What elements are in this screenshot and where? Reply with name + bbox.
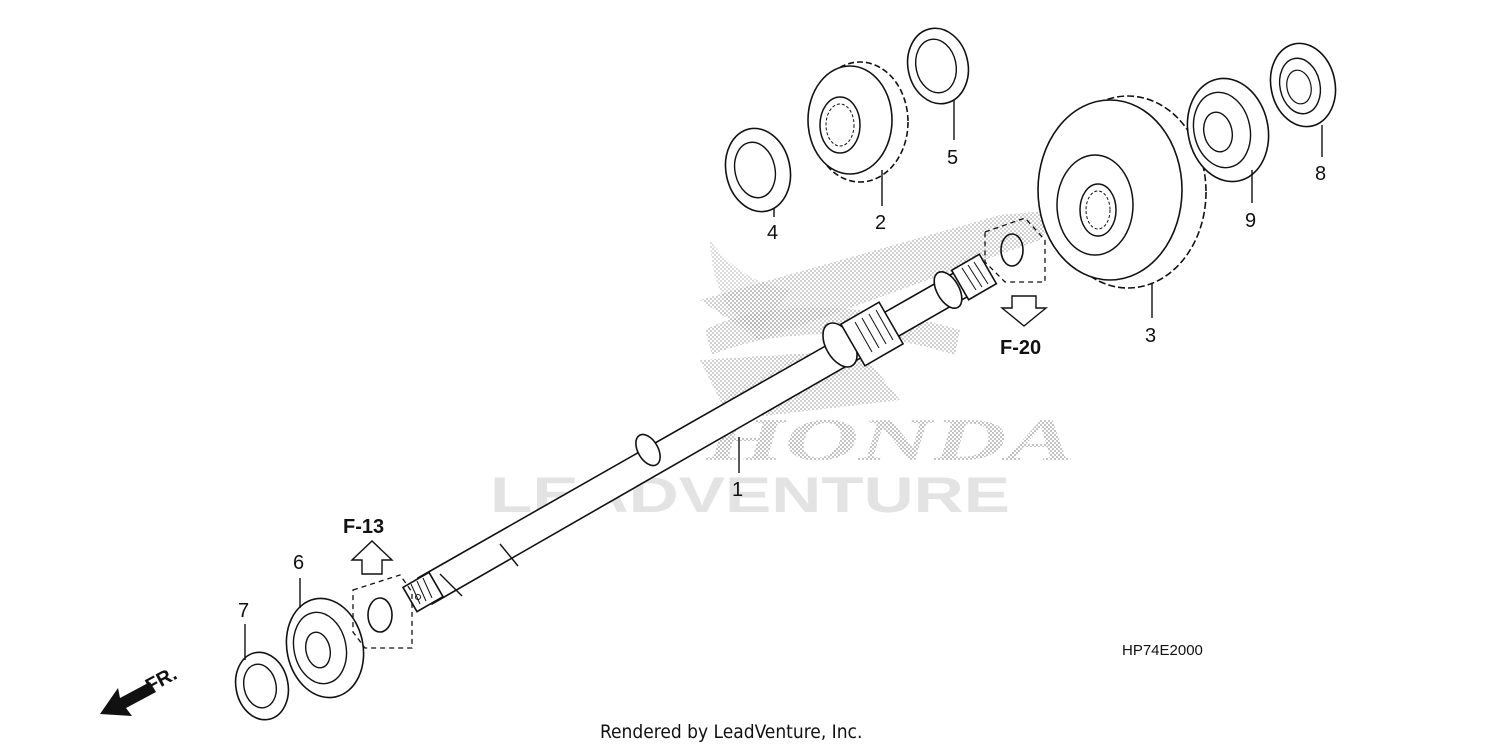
honda-watermark-text: HONDA (703, 407, 1075, 473)
render-credit: Rendered by LeadVenture, Inc. (600, 721, 862, 743)
diagram-part-code: HP74E2000 (1122, 642, 1203, 659)
f20-reference-group[interactable] (984, 217, 1048, 327)
callout-9[interactable]: 9 (1245, 210, 1256, 232)
gear-part-3[interactable] (1037, 95, 1207, 289)
f13-reference-group[interactable] (350, 540, 413, 649)
washer-part-4[interactable] (718, 122, 798, 217)
callout-1[interactable]: 1 (732, 479, 743, 501)
washer-part-5[interactable] (901, 23, 975, 110)
up-arrow-icon (350, 540, 394, 575)
bearing-part-9[interactable] (1178, 71, 1278, 189)
callout-7[interactable]: 7 (238, 600, 249, 622)
callout-5[interactable]: 5 (947, 147, 958, 169)
reference-f20-label[interactable]: F-20 (1000, 337, 1041, 359)
leader-lines (244, 100, 1323, 660)
down-arrow-icon (1000, 295, 1048, 327)
bearing-part-6[interactable] (277, 591, 372, 705)
gear-part-2[interactable] (807, 61, 909, 183)
front-direction-indicator: FR. (100, 663, 181, 716)
oil-seal-part-8[interactable] (1263, 37, 1343, 132)
callout-3[interactable]: 3 (1145, 325, 1156, 347)
oil-seal-part-7[interactable] (229, 647, 294, 724)
callout-6[interactable]: 6 (293, 552, 304, 574)
front-arrow-icon (100, 682, 156, 716)
main-shaft-part-1[interactable] (401, 253, 998, 613)
reference-f13-label[interactable]: F-13 (343, 516, 384, 538)
callout-4[interactable]: 4 (767, 222, 778, 244)
callout-8[interactable]: 8 (1315, 163, 1326, 185)
callout-2[interactable]: 2 (875, 212, 886, 234)
